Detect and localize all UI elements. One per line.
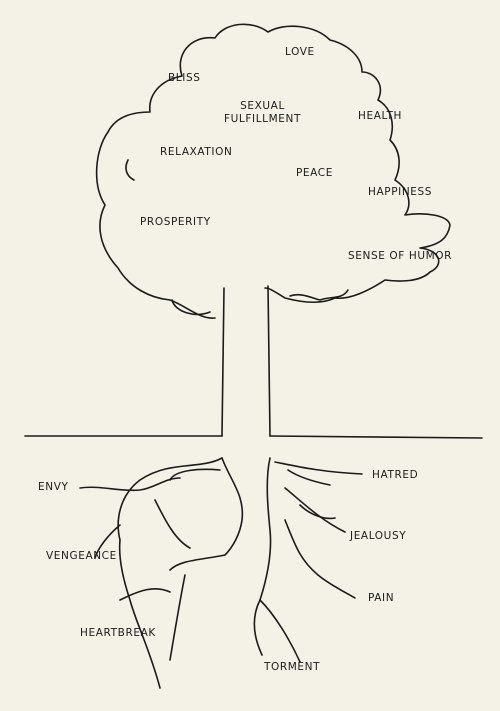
- label-heartbreak: HEARTBREAK: [80, 627, 156, 639]
- label-torment: TORMENT: [264, 661, 321, 673]
- canopy-outline: [95, 23, 451, 319]
- label-envy: ENVY: [38, 481, 69, 493]
- root-center-loop: [154, 468, 221, 549]
- label-jealousy: JEALOUSY: [350, 530, 407, 542]
- root-envy: [79, 477, 181, 492]
- root-hatred: [274, 461, 363, 475]
- label-sense-of-humor: SENSE OF HUMOR: [348, 250, 453, 262]
- label-bliss: BLISS: [168, 72, 201, 84]
- root-pain: [284, 519, 356, 599]
- root-heartbreak: [119, 574, 186, 661]
- canopy-detail-right: [289, 289, 349, 301]
- label-sexual-fulfillment: SEXUAL FULFILLMENT: [224, 100, 301, 125]
- ground-line: [24, 435, 483, 439]
- root-vengeance: [94, 524, 121, 559]
- canopy-detail-inner: [125, 159, 135, 181]
- label-vengeance: VENGEANCE: [46, 550, 117, 562]
- label-health: HEALTH: [358, 110, 403, 122]
- trunk-right: [267, 285, 271, 437]
- root-center: [169, 457, 244, 571]
- canopy-detail-left: [171, 299, 211, 316]
- root-right-main: [253, 457, 272, 656]
- label-love: LOVE: [285, 46, 315, 58]
- label-relaxation: RELAXATION: [160, 146, 233, 158]
- label-hatred: HATRED: [372, 469, 419, 481]
- trunk-left: [221, 287, 225, 437]
- root-right-inner: [287, 469, 336, 520]
- root-jealousy: [284, 487, 346, 533]
- label-prosperity: PROSPERITY: [140, 216, 211, 228]
- root-torment: [259, 599, 301, 663]
- label-peace: PEACE: [296, 167, 333, 179]
- label-happiness: HAPPINESS: [368, 186, 433, 198]
- label-pain: PAIN: [368, 592, 395, 604]
- root-left-main: [117, 457, 223, 689]
